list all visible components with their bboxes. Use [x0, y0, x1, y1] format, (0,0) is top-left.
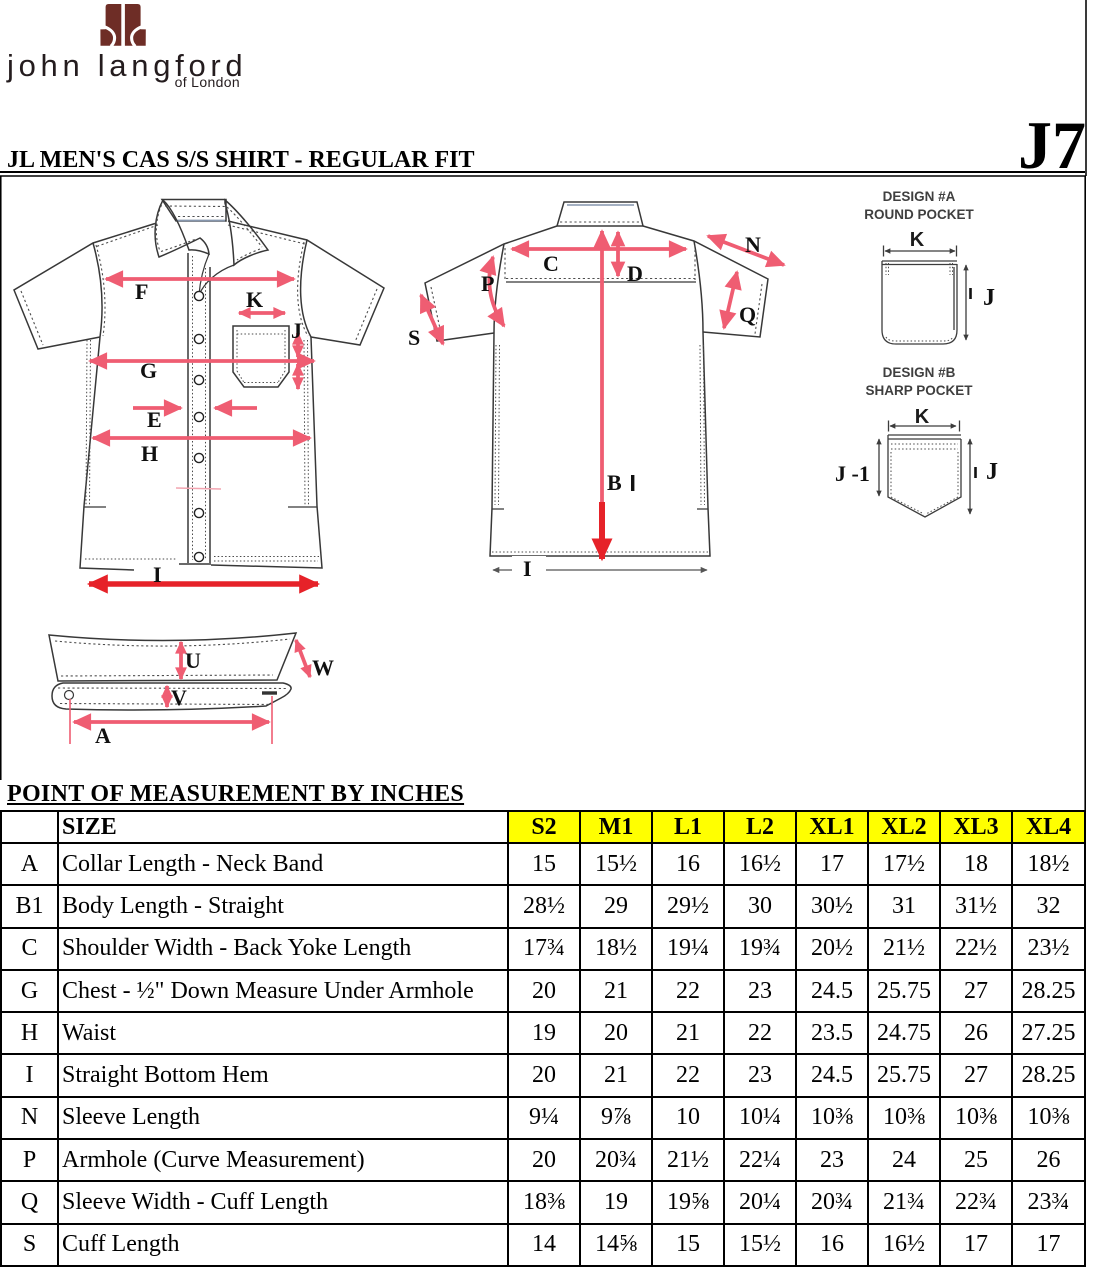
svg-text:U: U: [185, 648, 201, 673]
svg-text:J: J: [291, 318, 302, 343]
svg-text:V: V: [171, 685, 187, 710]
svg-text:B: B: [607, 470, 622, 495]
svg-text:K: K: [915, 406, 930, 428]
svg-text:D: D: [627, 261, 643, 286]
svg-text:DESIGN #B: DESIGN #B: [883, 365, 956, 380]
svg-text:SHARP POCKET: SHARP POCKET: [865, 383, 973, 398]
svg-text:W: W: [312, 655, 334, 680]
svg-text:F: F: [135, 279, 148, 304]
svg-text:S: S: [408, 325, 420, 350]
svg-text:E: E: [147, 407, 162, 432]
svg-text:J: J: [983, 285, 995, 311]
svg-text:K: K: [246, 287, 263, 312]
svg-text:Q: Q: [739, 302, 756, 327]
svg-text:H: H: [141, 441, 158, 466]
svg-text:J -1: J -1: [835, 461, 870, 486]
svg-text:C: C: [543, 251, 559, 276]
svg-text:I: I: [153, 562, 162, 587]
svg-text:K: K: [910, 229, 925, 251]
svg-text:ROUND POCKET: ROUND POCKET: [864, 207, 974, 222]
svg-text:N: N: [745, 232, 761, 257]
svg-text:G: G: [140, 358, 157, 383]
svg-text:I: I: [523, 556, 532, 581]
svg-text:DESIGN #A: DESIGN #A: [883, 189, 956, 204]
svg-text:A: A: [95, 723, 111, 748]
svg-text:P: P: [481, 271, 494, 296]
svg-text:J: J: [986, 459, 998, 485]
